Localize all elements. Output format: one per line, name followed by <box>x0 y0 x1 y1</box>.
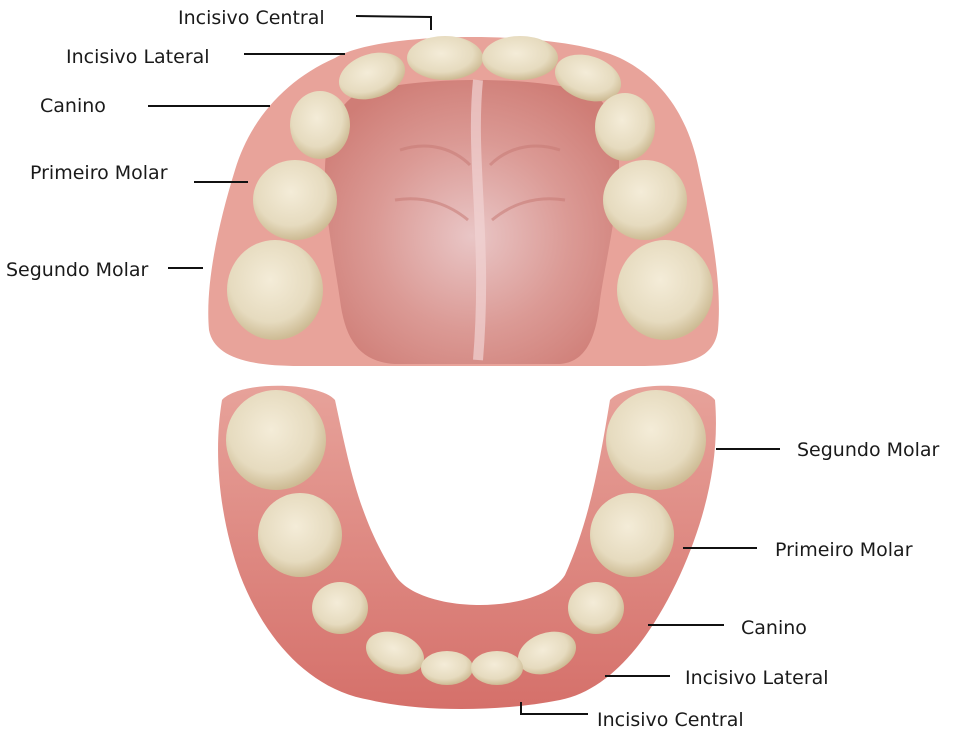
lower-canine-right <box>568 582 624 634</box>
upper-canine-right <box>595 93 655 161</box>
upper-second-molar-left <box>227 240 323 340</box>
upper-arch <box>208 36 719 366</box>
palatal-raphe <box>476 80 481 360</box>
label-lower-first-molar: Primeiro Molar <box>775 539 913 561</box>
lower-second-molar-right <box>606 390 706 490</box>
upper-second-molar-right <box>617 240 713 340</box>
label-upper-second-molar: Segundo Molar <box>6 259 149 281</box>
label-lower-second-molar: Segundo Molar <box>797 439 940 461</box>
lower-first-molar-left <box>258 493 342 577</box>
lower-central-incisor-left <box>421 651 473 685</box>
label-lower-lateral-incisor: Incisivo Lateral <box>685 667 829 689</box>
upper-central-incisor-left <box>407 36 483 80</box>
lower-central-incisor-right <box>471 651 523 685</box>
label-upper-first-molar: Primeiro Molar <box>30 162 168 184</box>
lower-first-molar-right <box>590 493 674 577</box>
label-lower-canine: Canino <box>741 617 807 639</box>
lower-arch <box>218 386 716 709</box>
label-upper-canine: Canino <box>40 95 106 117</box>
upper-first-molar-right <box>603 160 687 240</box>
upper-central-incisor-right <box>482 36 558 80</box>
label-upper-central-incisor: Incisivo Central <box>178 7 325 29</box>
upper-canine-left <box>290 91 350 159</box>
label-upper-lateral-incisor: Incisivo Lateral <box>66 46 210 68</box>
label-lower-central-incisor: Incisivo Central <box>597 709 744 731</box>
leader-upper-central-incisor <box>356 16 431 30</box>
lower-canine-left <box>312 582 368 634</box>
upper-first-molar-left <box>253 160 337 240</box>
lower-second-molar-left <box>226 390 326 490</box>
